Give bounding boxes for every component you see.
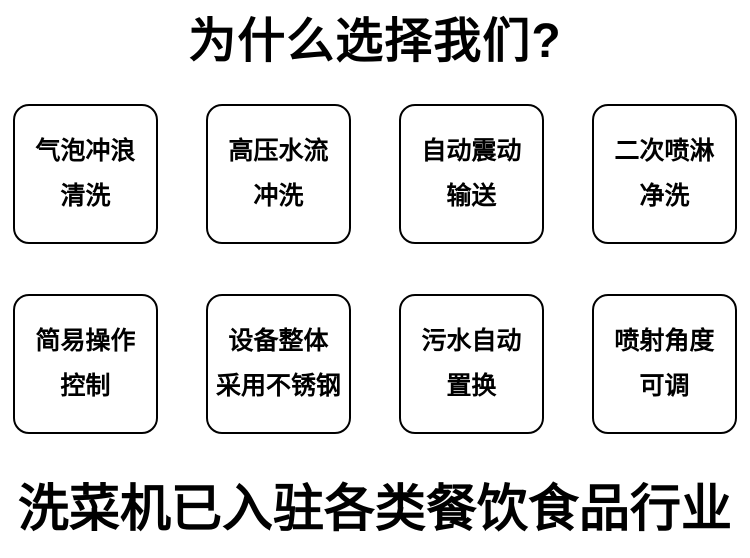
feature-card-line1: 高压水流	[228, 137, 329, 165]
feature-card-line1: 气泡冲浪	[35, 137, 136, 165]
feature-card-stainless-steel-body: 设备整体 采用不锈钢	[206, 294, 351, 434]
feature-card-auto-sewage-replace: 污水自动 置换	[399, 294, 544, 434]
feature-card-line2: 输送	[446, 182, 497, 210]
feature-card-line2: 可调	[639, 372, 690, 400]
page-title: 为什么选择我们?	[188, 15, 562, 68]
feature-card-line1: 喷射角度	[614, 327, 715, 355]
feature-row-1: 气泡冲浪 清洗 高压水流 冲洗 自动震动 输送 二次喷淋 净洗	[0, 104, 750, 244]
feature-card-line2: 采用不锈钢	[215, 372, 341, 400]
feature-card-easy-operation: 简易操作 控制	[13, 294, 158, 434]
feature-card-line2: 置换	[446, 372, 497, 400]
feature-card-line2: 净洗	[639, 182, 690, 210]
feature-card-bubble-wash: 气泡冲浪 清洗	[13, 104, 158, 244]
feature-card-high-pressure-rinse: 高压水流 冲洗	[206, 104, 351, 244]
feature-card-auto-vibration-convey: 自动震动 输送	[399, 104, 544, 244]
feature-card-adjustable-spray-angle: 喷射角度 可调	[592, 294, 737, 434]
footer-heading: 洗菜机已入驻各类餐饮食品行业	[17, 480, 732, 537]
feature-grid: 气泡冲浪 清洗 高压水流 冲洗 自动震动 输送 二次喷淋 净洗 简易操作 控制	[0, 104, 750, 434]
feature-card-line2: 冲洗	[253, 182, 304, 210]
feature-card-line1: 污水自动	[421, 327, 522, 355]
feature-card-secondary-spray-clean: 二次喷淋 净洗	[592, 104, 737, 244]
feature-card-line1: 设备整体	[228, 327, 329, 355]
feature-card-line2: 控制	[60, 372, 111, 400]
feature-row-2: 简易操作 控制 设备整体 采用不锈钢 污水自动 置换 喷射角度 可调	[0, 294, 750, 434]
feature-card-line1: 自动震动	[421, 137, 522, 165]
feature-card-line1: 二次喷淋	[614, 137, 715, 165]
feature-card-line1: 简易操作	[35, 327, 136, 355]
feature-card-line2: 清洗	[60, 182, 111, 210]
